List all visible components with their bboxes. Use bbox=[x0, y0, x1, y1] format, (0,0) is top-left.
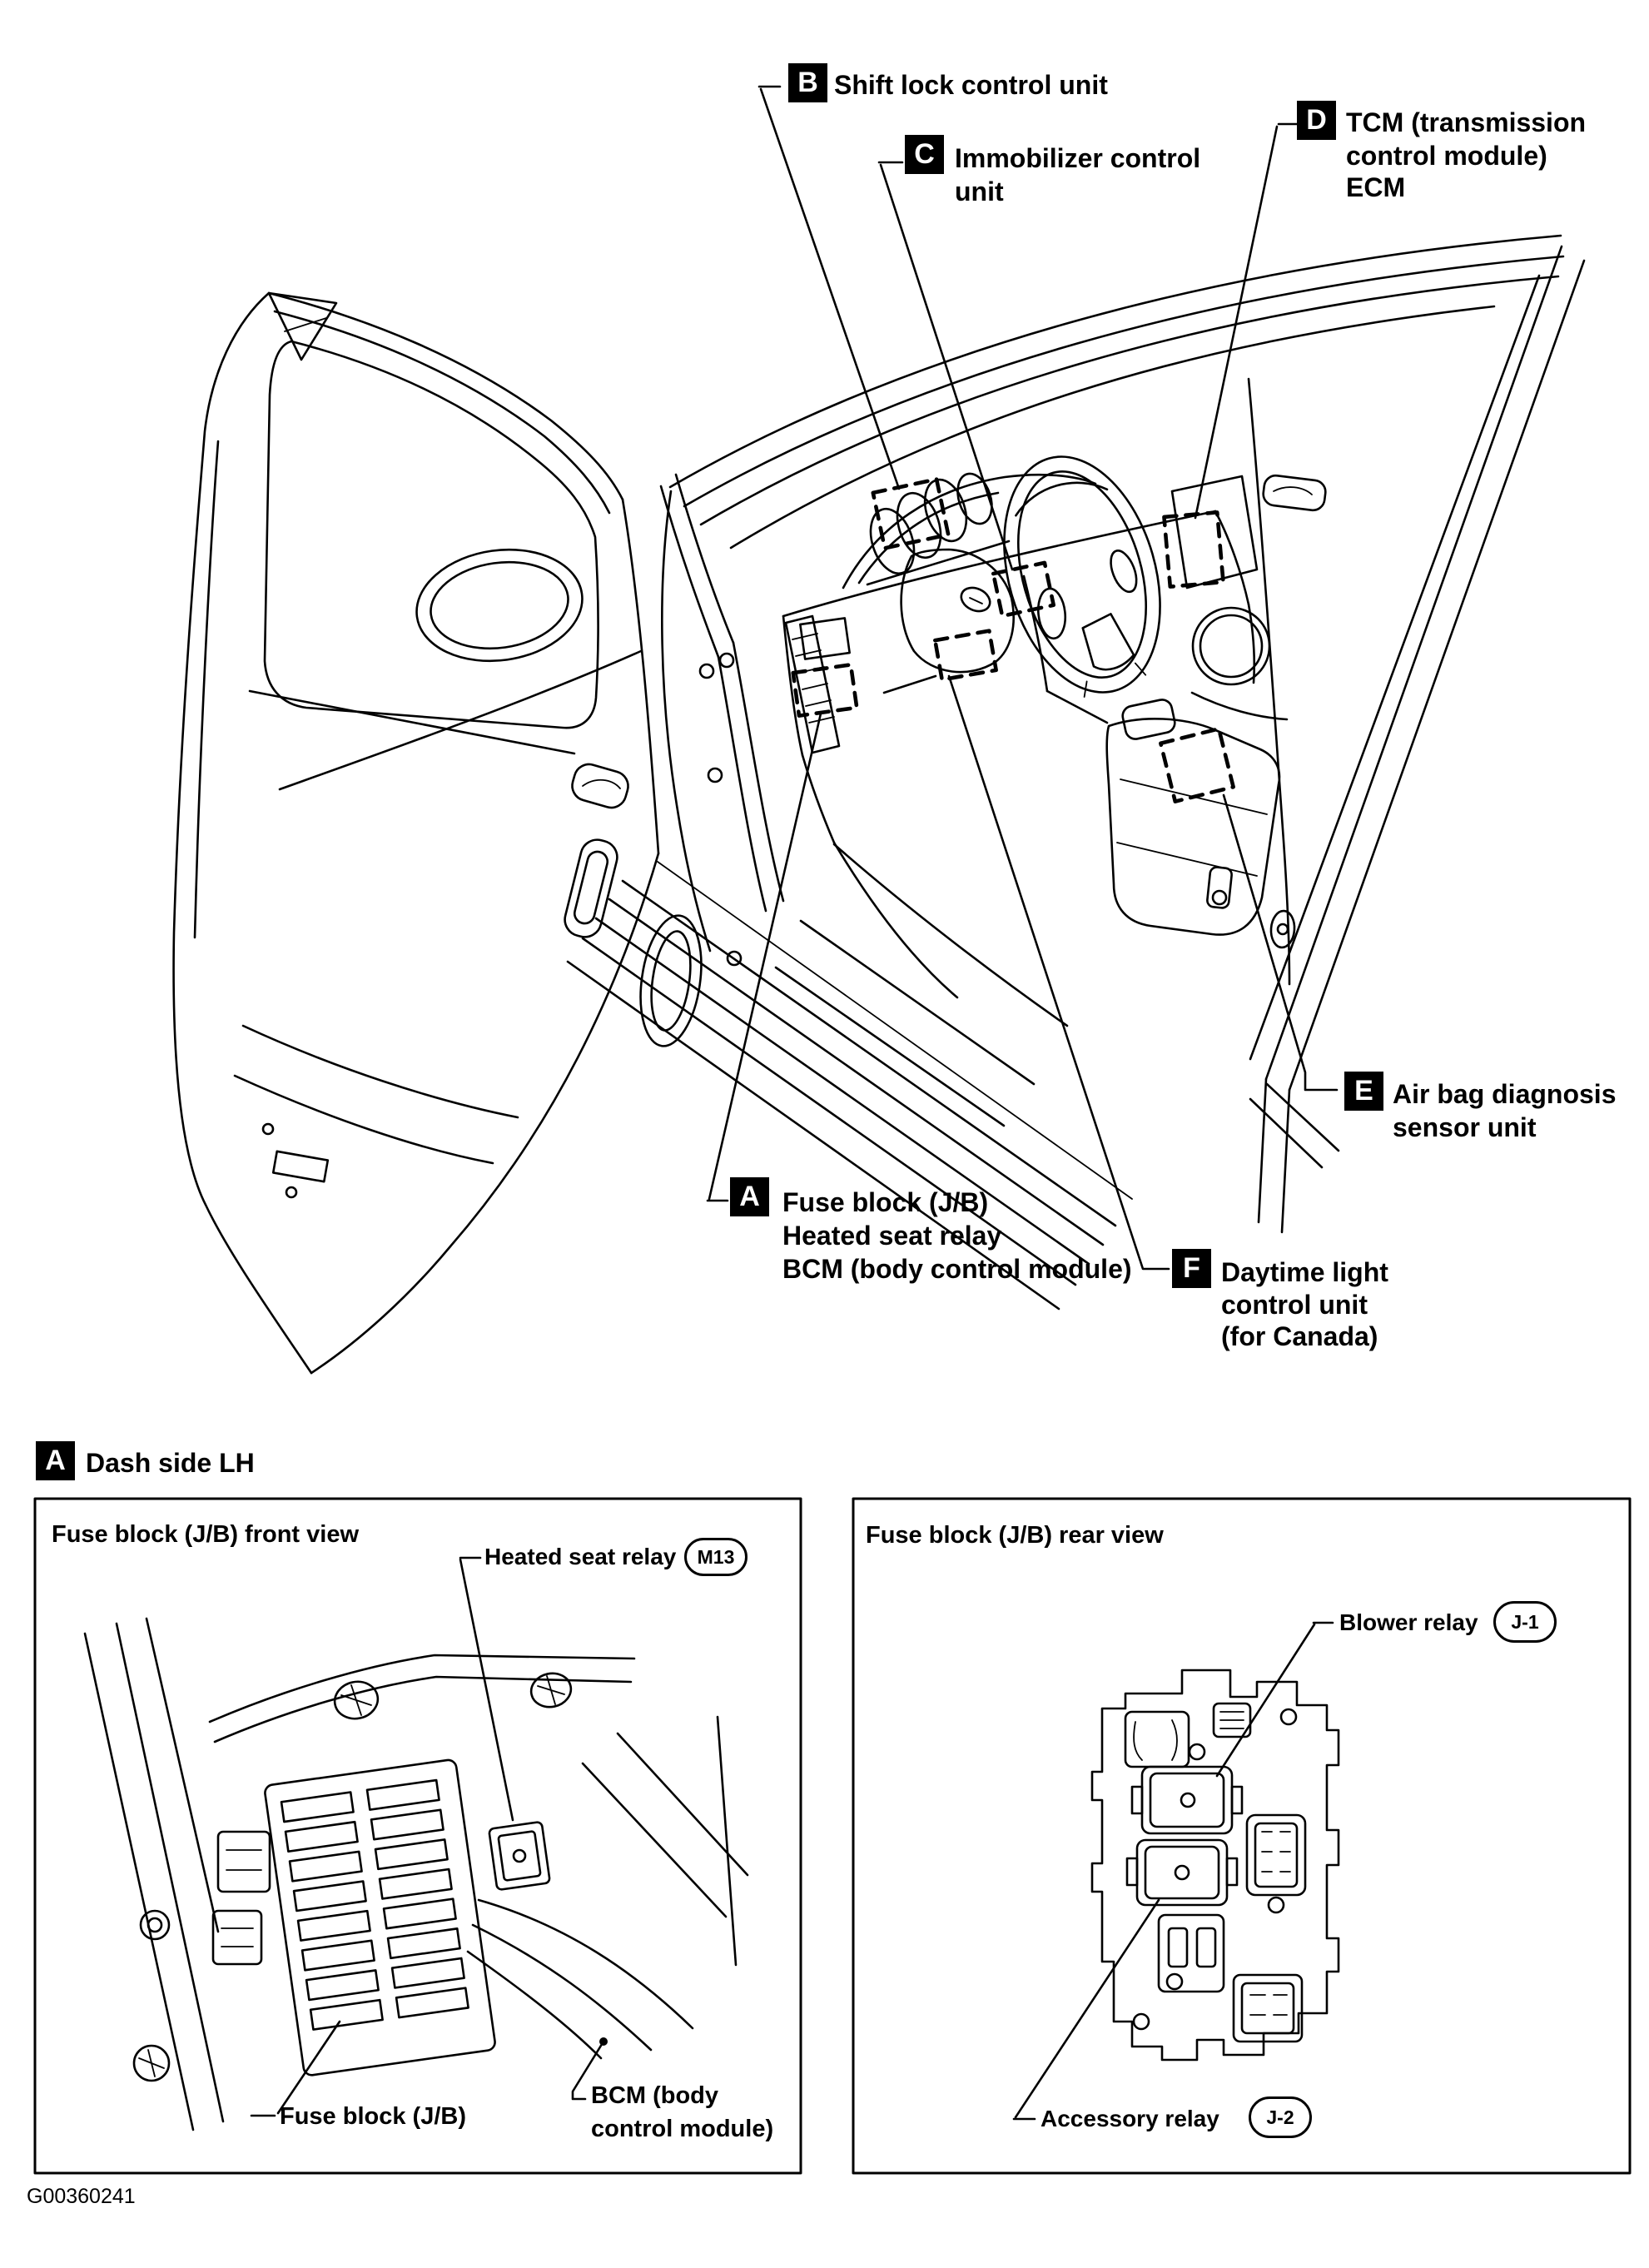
immobilizer-location-box bbox=[991, 560, 1056, 619]
front-view-panel-border bbox=[33, 1497, 802, 2175]
bcm-label-line1: BCM (body bbox=[591, 2082, 719, 2109]
connector-ref-j2: J-2 bbox=[1249, 2096, 1312, 2138]
callout-a-badge: A bbox=[730, 1177, 769, 1216]
callout-f-label-line3: (for Canada) bbox=[1221, 1321, 1378, 1351]
rear-view-title: Fuse block (J/B) rear view bbox=[866, 1522, 1164, 1549]
component-location-boxes bbox=[791, 477, 1235, 803]
callout-a-label-line2: Heated seat relay bbox=[782, 1221, 1002, 1251]
rear-view-panel-border bbox=[852, 1497, 1632, 2175]
callout-a-label-line3: BCM (body control module) bbox=[782, 1254, 1132, 1284]
connector-ref-m13-text: M13 bbox=[697, 1545, 735, 1568]
callout-b-badge: B bbox=[788, 63, 827, 102]
leader-lines bbox=[706, 85, 1339, 1271]
connector-ref-j1-text: J-1 bbox=[1511, 1610, 1539, 1633]
heated-seat-relay-label: Heated seat relay bbox=[484, 1544, 677, 1569]
connector-ref-j1: J-1 bbox=[1493, 1601, 1557, 1643]
callout-e-badge: E bbox=[1344, 1072, 1383, 1111]
section-badge: A bbox=[36, 1441, 75, 1480]
section-title: Dash side LH bbox=[86, 1448, 255, 1478]
callout-d-label-line2: control module) bbox=[1346, 141, 1547, 171]
fuse-block-label: Fuse block (J/B) bbox=[280, 2103, 466, 2130]
accessory-relay-label: Accessory relay bbox=[1041, 2106, 1219, 2131]
callout-d-label-line1: TCM (transmission bbox=[1346, 107, 1587, 137]
callout-c-label-line2: unit bbox=[955, 177, 1004, 206]
callout-f-badge: F bbox=[1172, 1249, 1211, 1288]
connector-ref-j2-text: J-2 bbox=[1266, 2106, 1294, 2128]
callout-c-label-line1: Immobilizer control bbox=[955, 143, 1201, 173]
shift-lock-location-box bbox=[871, 477, 951, 550]
fuse-block-rear-view-drawing bbox=[1012, 1621, 1340, 2121]
bcm-label-line2: control module) bbox=[591, 2116, 774, 2142]
callout-e-label-line2: sensor unit bbox=[1393, 1112, 1537, 1142]
callout-e-label-line1: Air bag diagnosis bbox=[1393, 1079, 1617, 1109]
daytime-light-location-box bbox=[933, 629, 998, 682]
callout-b-label: Shift lock control unit bbox=[834, 70, 1108, 100]
callout-d-label-line3: ECM bbox=[1346, 172, 1406, 202]
tcm-ecm-location-box bbox=[1162, 510, 1225, 589]
callout-d-badge: D bbox=[1297, 101, 1336, 140]
callout-c-badge: C bbox=[905, 135, 944, 174]
airbag-sensor-location-box bbox=[1159, 727, 1235, 803]
fuse-block-location-box bbox=[791, 663, 859, 718]
connector-ref-m13: M13 bbox=[684, 1538, 748, 1576]
fuse-block-front-view-drawing bbox=[83, 1556, 749, 2131]
front-view-title: Fuse block (J/B) front view bbox=[52, 1521, 359, 1548]
figure-code: G00360241 bbox=[27, 2185, 136, 2208]
callout-f-label-line1: Daytime light bbox=[1221, 1257, 1388, 1287]
car-open-door bbox=[172, 291, 703, 1375]
callout-f-label-line2: control unit bbox=[1221, 1290, 1368, 1320]
blower-relay-label: Blower relay bbox=[1339, 1609, 1478, 1635]
callout-a-label-line1: Fuse block (J/B) bbox=[782, 1187, 989, 1217]
car-body bbox=[566, 234, 1586, 1311]
